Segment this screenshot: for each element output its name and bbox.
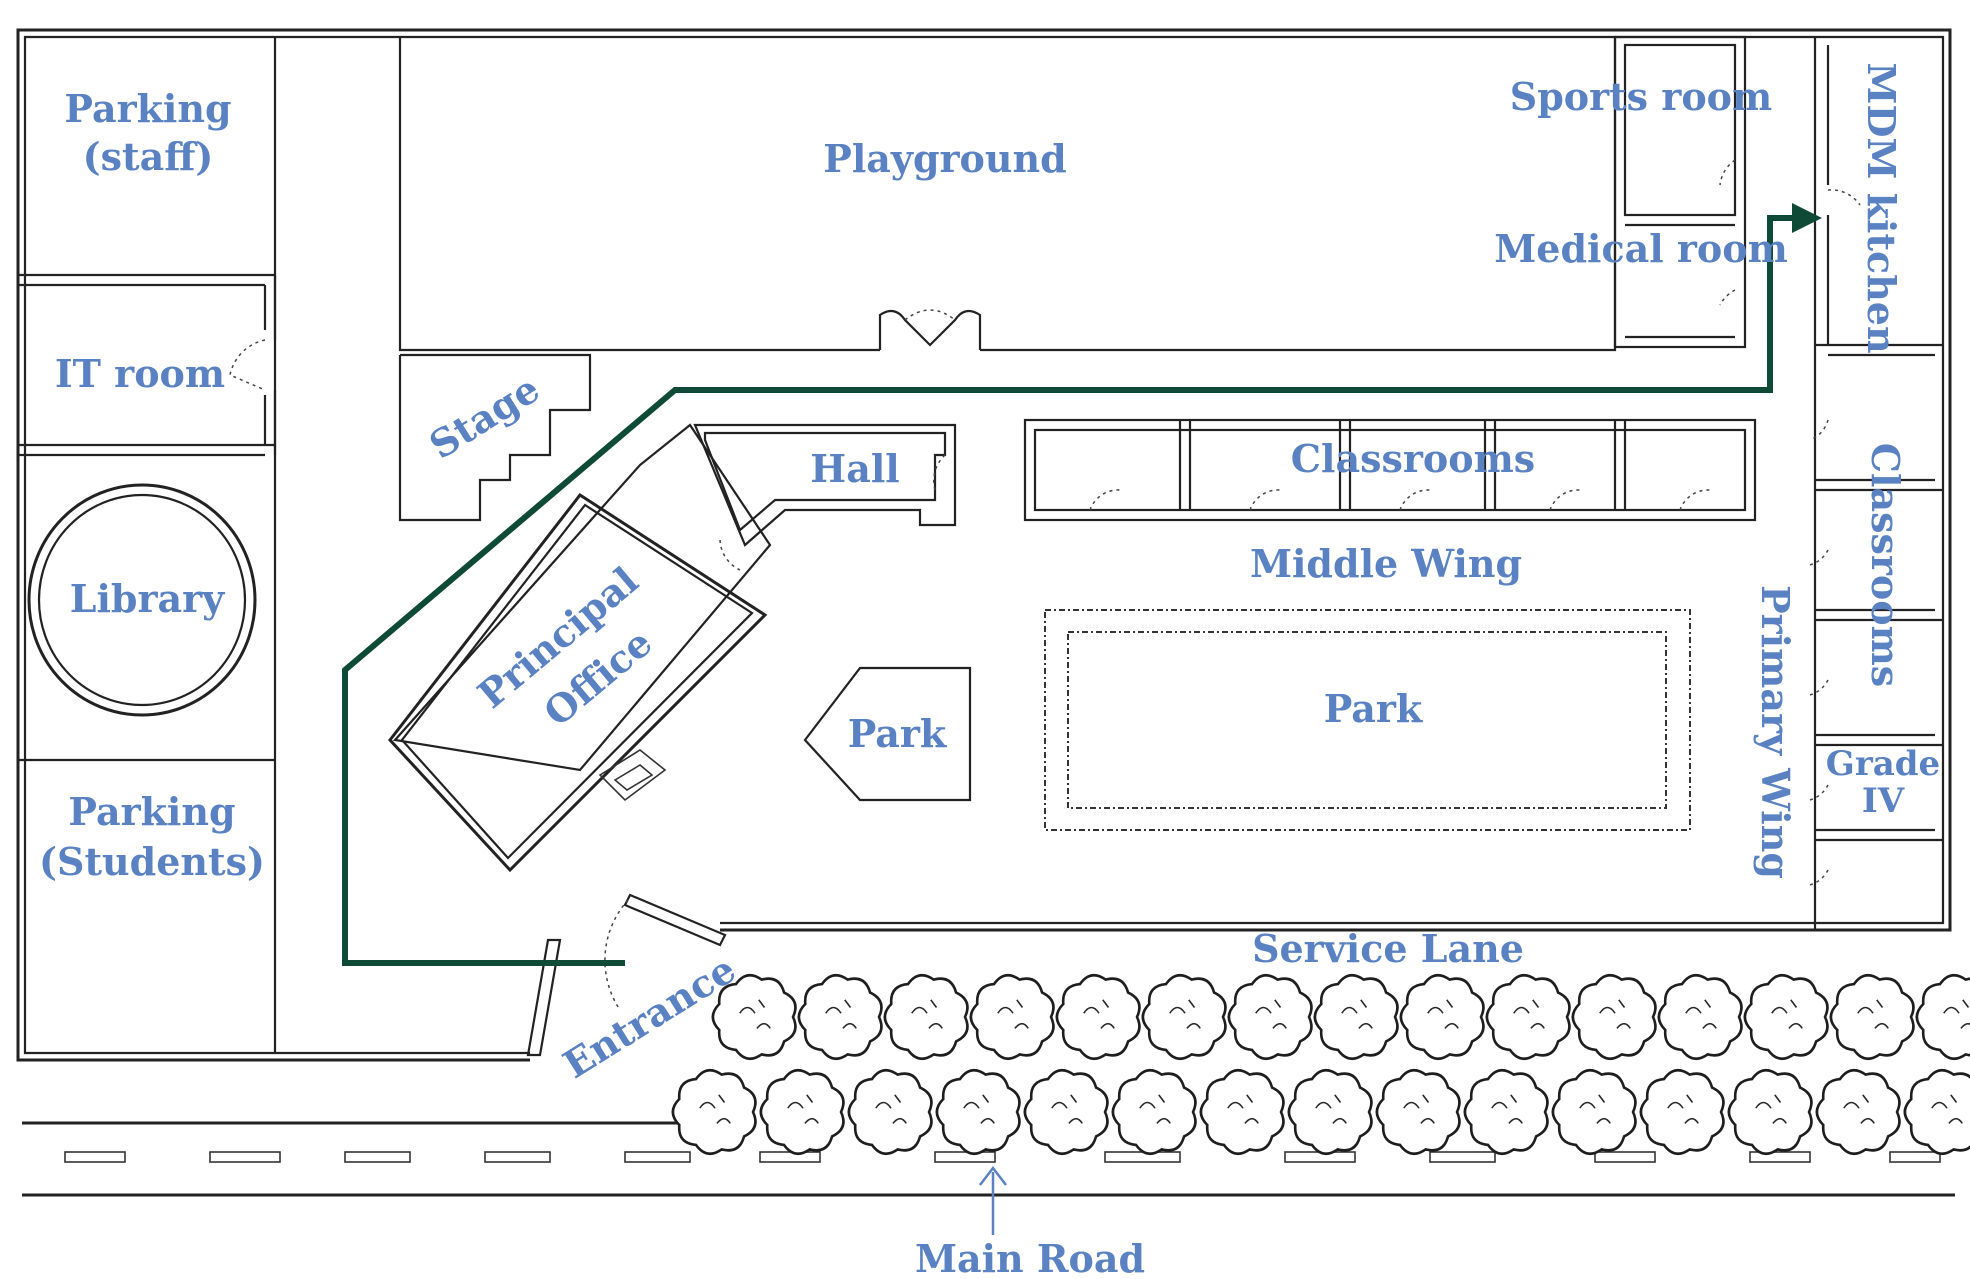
sports-medical-block — [1613, 35, 1747, 349]
tree-detail — [1139, 1094, 1171, 1124]
tree — [969, 974, 1055, 1060]
left-column-buildings — [18, 37, 277, 1053]
tree — [1485, 974, 1571, 1060]
tree-detail — [1491, 1094, 1523, 1124]
tree — [1313, 974, 1399, 1060]
tree-detail — [1083, 999, 1115, 1029]
tree-detail — [1341, 999, 1373, 1029]
label-parking-students-2: (Students) — [39, 839, 265, 884]
tree — [935, 1069, 1021, 1155]
tree-detail — [1931, 1094, 1963, 1124]
entrance-gate — [526, 893, 727, 1057]
tree-detail — [1169, 999, 1201, 1029]
label-parking-staff-1: Parking — [64, 86, 231, 131]
label-sports-room: Sports room — [1510, 74, 1772, 119]
tree — [847, 1069, 933, 1155]
tree-detail — [875, 1094, 907, 1124]
tree-detail — [1513, 999, 1545, 1029]
right-column-buildings — [1809, 37, 1943, 930]
label-primary-wing: Primary Wing — [1753, 585, 1798, 879]
tree — [1375, 1069, 1461, 1155]
label-park-large: Park — [1324, 686, 1423, 731]
tree — [1463, 1069, 1549, 1155]
playground-area — [398, 37, 1617, 352]
tree — [1551, 1069, 1637, 1155]
tree — [1657, 974, 1743, 1060]
tree-detail — [1051, 1094, 1083, 1124]
tree-detail — [699, 1094, 731, 1124]
tree-detail — [1255, 999, 1287, 1029]
tree — [1111, 1069, 1197, 1155]
tree-detail — [1685, 999, 1717, 1029]
tree — [1227, 974, 1313, 1060]
tree-detail — [1943, 999, 1970, 1029]
middle-wing-classrooms — [1023, 418, 1757, 522]
tree-detail — [911, 999, 943, 1029]
tree-detail — [1857, 999, 1889, 1029]
label-stage: Stage — [421, 366, 547, 468]
tree-detail — [1667, 1094, 1699, 1124]
tree-line — [671, 974, 1970, 1155]
label-hall: Hall — [810, 446, 899, 491]
tree-detail — [787, 1094, 819, 1124]
tree — [1639, 1069, 1725, 1155]
tree — [1815, 1069, 1901, 1155]
label-parking-students-1: Parking — [68, 789, 235, 834]
tree — [1199, 1069, 1285, 1155]
hall-principal-block — [388, 423, 957, 873]
label-grade-iv-1: Grade — [1826, 744, 1940, 784]
tree-detail — [997, 999, 1029, 1029]
tree — [671, 1069, 757, 1155]
label-grade-iv-2: IV — [1862, 781, 1905, 821]
tree-detail — [1227, 1094, 1259, 1124]
label-classrooms-middle: Classrooms — [1291, 436, 1535, 481]
tree — [1399, 974, 1485, 1060]
tree-detail — [1315, 1094, 1347, 1124]
tree — [1023, 1069, 1109, 1155]
label-playground: Playground — [823, 136, 1066, 181]
label-main-road: Main Road — [915, 1236, 1145, 1279]
stage-block — [398, 353, 592, 522]
tree — [1571, 974, 1657, 1060]
parks — [803, 609, 1691, 831]
tree-detail — [1755, 1094, 1787, 1124]
tree — [1743, 974, 1829, 1060]
tree — [1903, 1069, 1970, 1155]
label-library: Library — [70, 576, 225, 621]
tree-detail — [963, 1094, 995, 1124]
label-park-small: Park — [848, 711, 947, 756]
tree-detail — [1403, 1094, 1435, 1124]
label-parking-staff-2: (staff) — [83, 134, 214, 179]
route-arrowhead — [1792, 203, 1822, 233]
tree — [759, 1069, 845, 1155]
tree-detail — [739, 999, 771, 1029]
tree — [1829, 974, 1915, 1060]
tree-detail — [1579, 1094, 1611, 1124]
label-classrooms-primary: Classrooms — [1863, 443, 1908, 687]
tree — [1727, 1069, 1813, 1155]
label-it-room: IT room — [55, 351, 225, 396]
label-mdm-kitchen: MDM kitchen — [1859, 62, 1904, 353]
tree-detail — [1427, 999, 1459, 1029]
route-path — [342, 215, 1795, 966]
site-boundary — [16, 28, 1952, 1062]
label-medical-room: Medical room — [1494, 226, 1788, 271]
tree — [1141, 974, 1227, 1060]
tree-detail — [1771, 999, 1803, 1029]
label-middle-wing: Middle Wing — [1250, 541, 1522, 586]
label-service-lane: Service Lane — [1252, 926, 1524, 971]
tree — [711, 974, 797, 1060]
tree-detail — [825, 999, 857, 1029]
main-road — [22, 1121, 1955, 1235]
tree — [797, 974, 883, 1060]
tree-detail — [1599, 999, 1631, 1029]
tree — [1915, 974, 1970, 1060]
tree-detail — [1843, 1094, 1875, 1124]
tree — [1055, 974, 1141, 1060]
tree — [883, 974, 969, 1060]
tree — [1287, 1069, 1373, 1155]
